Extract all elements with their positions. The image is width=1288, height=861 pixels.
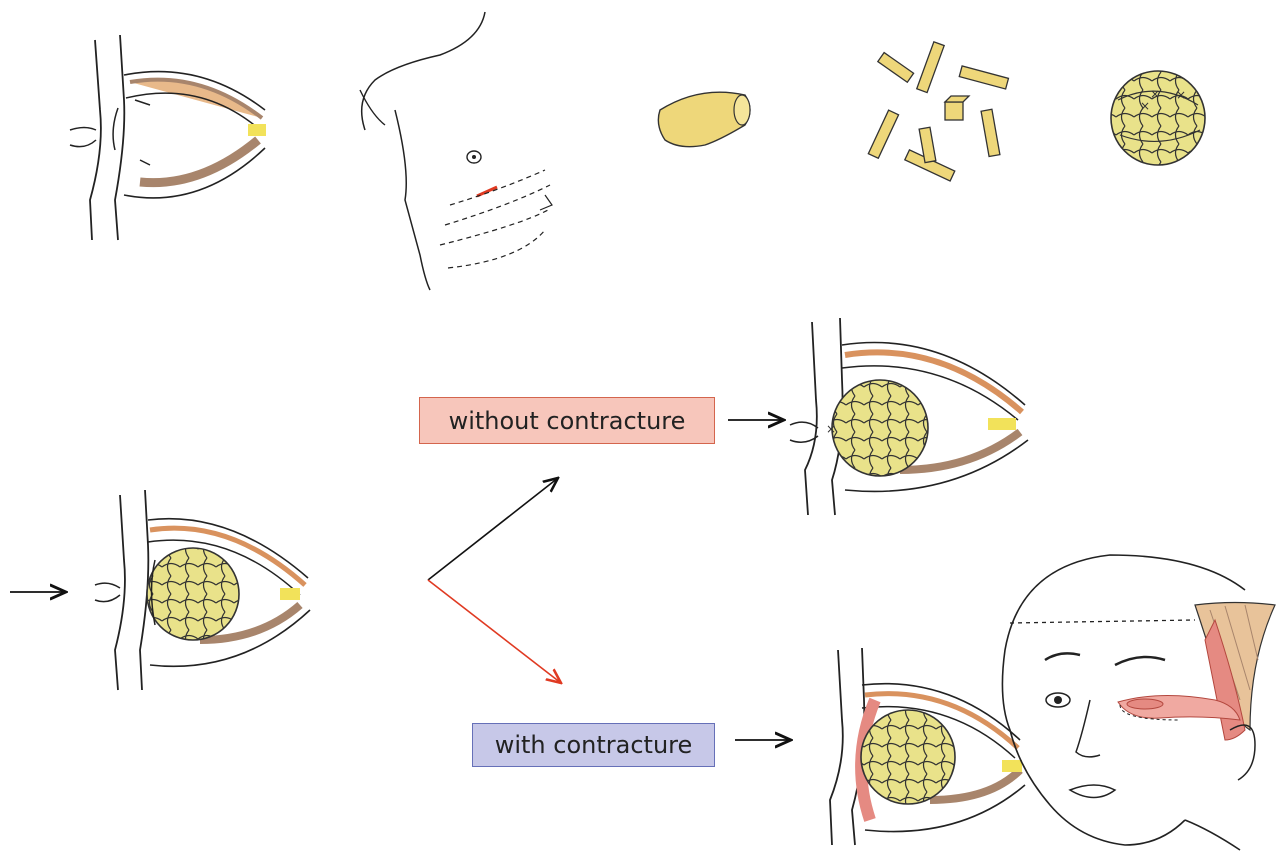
label-without-contracture: without contracture (419, 397, 715, 444)
head-temporalis-flap-illustration (1002, 555, 1275, 850)
harvested-graft-illustration (658, 92, 750, 147)
incision-line (477, 187, 497, 196)
branch-arrow-without-contracture (428, 478, 558, 580)
label-with-contracture: with contracture (472, 723, 715, 767)
branch-arrow-with-contracture (428, 580, 561, 683)
woven-ball-illustration: × × × (1111, 71, 1205, 165)
empty-socket-illustration (70, 35, 266, 240)
result-with-contracture-illustration (830, 648, 1025, 845)
socket-with-implant-illustration (95, 490, 310, 690)
svg-text:×: × (1150, 87, 1160, 101)
graft-strips-illustration (868, 42, 1008, 181)
svg-text:×: × (826, 422, 836, 436)
svg-text:×: × (1176, 88, 1186, 102)
svg-text:×: × (1140, 99, 1150, 113)
torso-donor-site-illustration (360, 12, 552, 290)
result-without-contracture-illustration: × (790, 318, 1028, 515)
